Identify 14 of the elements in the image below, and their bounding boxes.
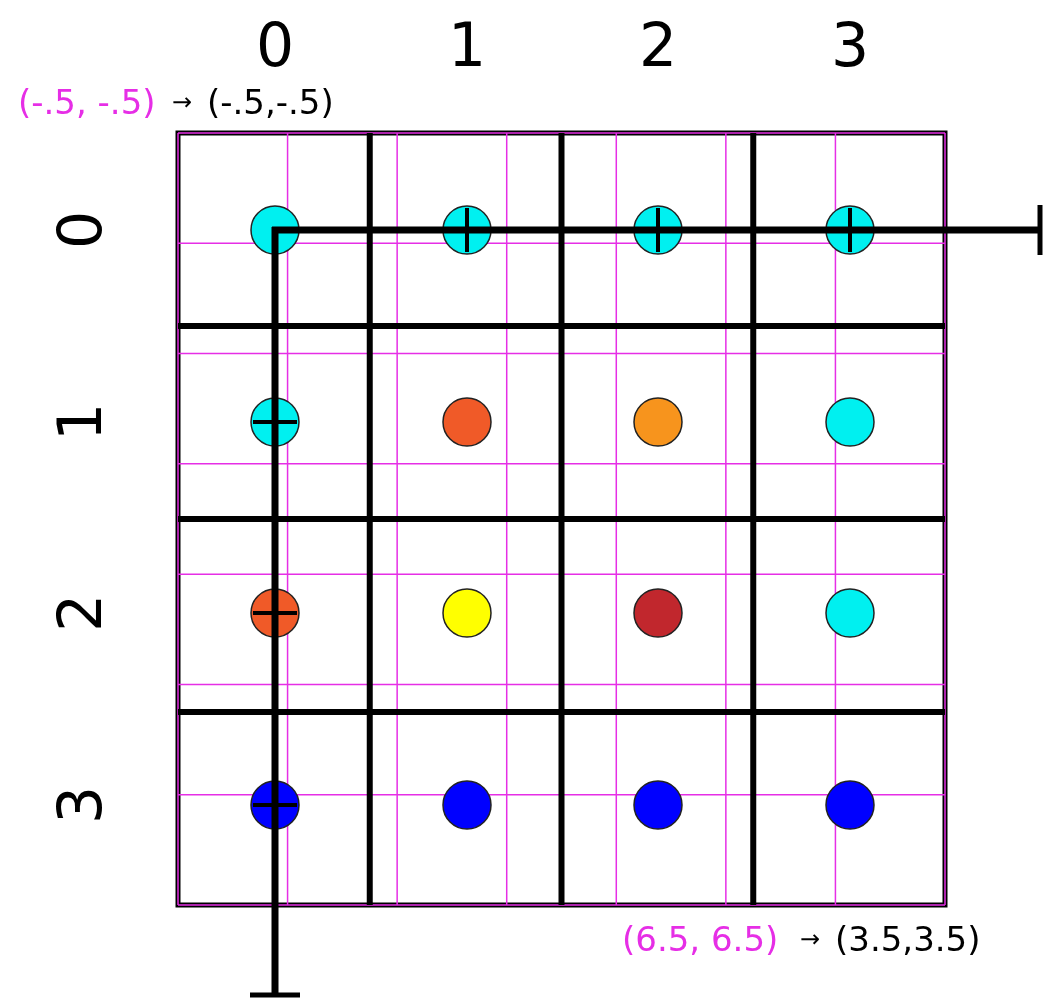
row-number: 3 (50, 785, 111, 825)
arrow-symbol: → (172, 90, 193, 114)
coordinate-label: (-.5, -.5) (18, 85, 156, 119)
column-number: 0 (256, 15, 295, 75)
row-number: 0 (50, 210, 111, 250)
column-number: 1 (448, 15, 487, 75)
row-number: 2 (50, 593, 111, 633)
arrow-symbol: → (800, 927, 821, 951)
column-number: 3 (831, 15, 870, 75)
row-number: 1 (50, 402, 111, 442)
coordinate-label: (-.5,-.5) (207, 85, 334, 119)
column-number: 2 (639, 15, 678, 75)
coordinate-label: (3.5,3.5) (835, 922, 981, 956)
coordinate-label: (6.5, 6.5) (622, 922, 779, 956)
